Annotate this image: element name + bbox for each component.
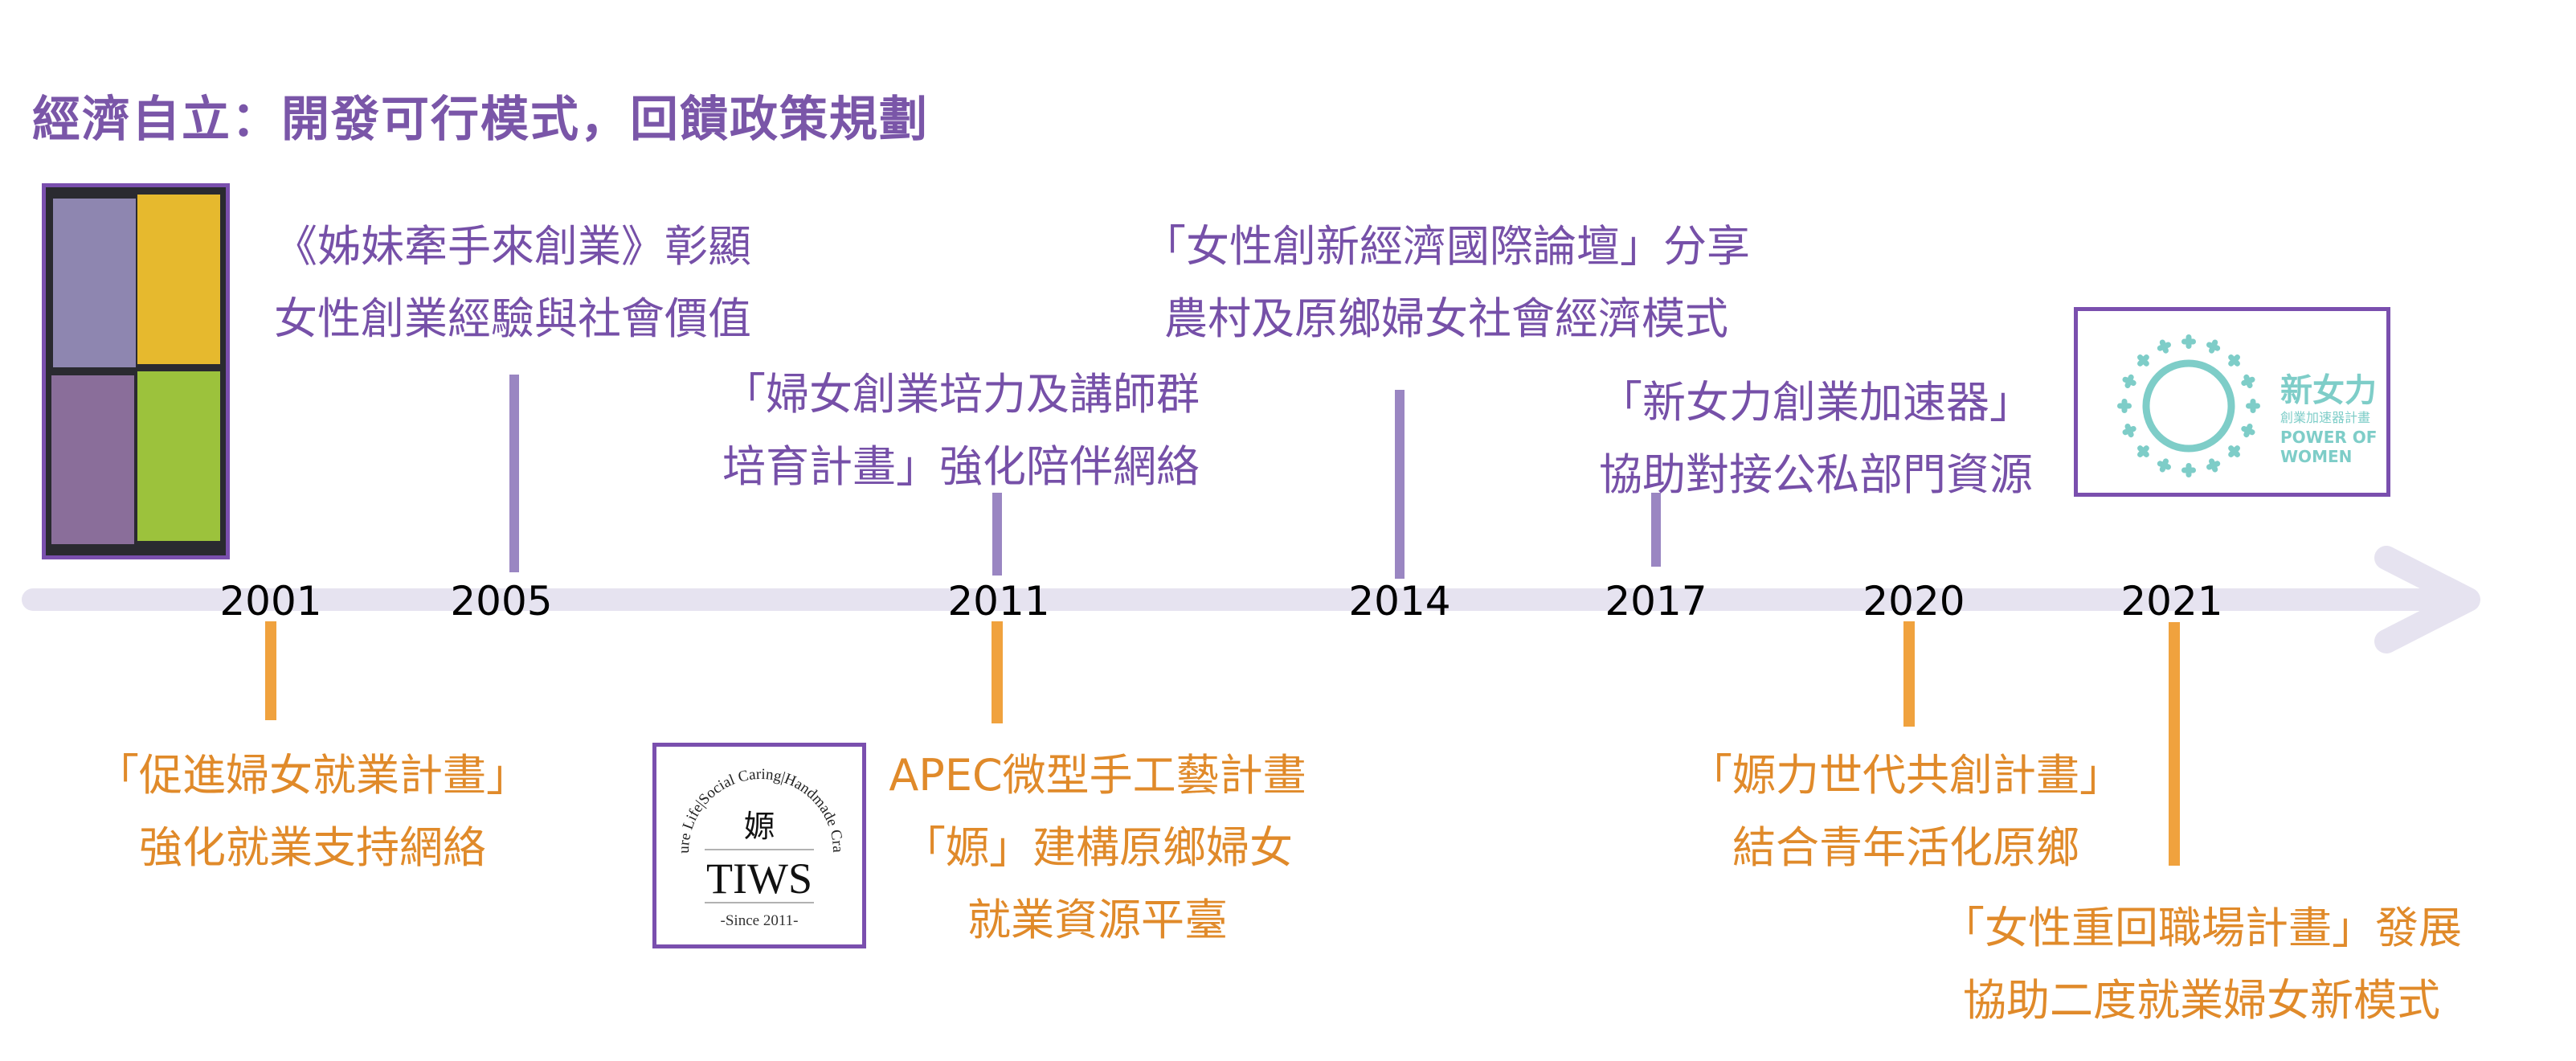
- year-label: 2020: [1862, 578, 1965, 625]
- svg-text:-Since 2011-: -Since 2011-: [721, 912, 799, 929]
- event-line: 「嫄」建構原鄉婦女: [902, 822, 1293, 873]
- event-line: 「女性重回職場計畫」發展: [1941, 903, 2462, 953]
- page-title: 經濟自立：開發可行模式，回饋政策規劃: [32, 92, 929, 148]
- event-line: 結合青年活化原鄉: [1732, 822, 2079, 873]
- event-line: 「促進婦女就業計畫」: [96, 750, 530, 801]
- event-line: 協助二度就業婦女新模式: [1963, 975, 2440, 1026]
- event-line: 就業資源平臺: [967, 895, 1228, 945]
- event-line: APEC微型手工藝計畫: [889, 750, 1306, 801]
- event-2021: 「女性重回職場計畫」發展 協助二度就業婦女新模式: [1941, 892, 2462, 1037]
- svg-text:WOMEN: WOMEN: [2280, 447, 2352, 466]
- cross-icon: [2124, 374, 2134, 388]
- tiws-logo-mark: Pure Life|Social Caring|Handmade Craft 嫄…: [652, 734, 846, 929]
- svg-text:嫄: 嫄: [744, 809, 775, 844]
- cross-icon: [2206, 461, 2221, 470]
- event-2005: 《姊妹牽手來創業》彰顯 女性創業經驗與社會價值: [274, 211, 751, 355]
- book-cover: [52, 198, 136, 368]
- cross-icon: [2206, 342, 2221, 351]
- svg-text:創業加速器計畫: 創業加速器計畫: [2280, 410, 2370, 425]
- tiws-logo: Pure Life|Social Caring|Handmade Craft 嫄…: [652, 734, 866, 948]
- cross-icon: [2157, 342, 2171, 351]
- event-line: 強化就業支持網絡: [139, 822, 486, 873]
- event-2017: 「新女力創業加速器」 協助對接公私部門資源: [1599, 367, 2033, 511]
- event-line: 「嫄力世代共創計畫」: [1689, 750, 2123, 801]
- svg-text:TIWS: TIWS: [706, 854, 812, 903]
- cross-icon: [2137, 354, 2149, 367]
- event-line: 協助對接公私部門資源: [1599, 449, 2033, 500]
- books-photo: [42, 183, 230, 559]
- cross-icon: [2243, 424, 2253, 438]
- power-of-women-logo: 新女力 創業加速器計畫 POWER OF WOMEN: [2074, 307, 2390, 497]
- arrow-head-icon: [2374, 546, 2480, 653]
- event-line: 「婦女創業培力及講師群: [722, 369, 1200, 420]
- event-line: 《姊妹牽手來創業》彰顯: [274, 221, 751, 272]
- cross-icon: [2124, 424, 2134, 438]
- cross-icon: [2121, 399, 2128, 413]
- cross-icon: [2228, 354, 2240, 367]
- year-label: 2001: [219, 578, 322, 625]
- year-label: 2011: [947, 578, 1050, 625]
- event-2011-above: 「婦女創業培力及講師群 培育計畫」強化陪伴網絡: [722, 358, 1200, 503]
- book-cover: [137, 195, 221, 364]
- orange-stems: [265, 621, 2180, 866]
- event-2011-below: APEC微型手工藝計畫 「嫄」建構原鄉婦女 就業資源平臺: [889, 739, 1306, 957]
- power-of-women-mark: 新女力 創業加速器計畫 POWER OF WOMEN: [2117, 334, 2377, 477]
- event-line: 「女性創新經濟國際論壇」分享: [1143, 221, 1750, 272]
- cross-icon: [2181, 338, 2196, 345]
- cross-icon: [2250, 399, 2256, 413]
- event-2020: 「嫄力世代共創計畫」 結合青年活化原鄉: [1689, 739, 2123, 884]
- year-label: 2005: [450, 578, 553, 625]
- svg-text:POWER OF: POWER OF: [2280, 428, 2377, 447]
- book-cover: [51, 375, 134, 545]
- event-2001: 「促進婦女就業計畫」 強化就業支持網絡: [96, 739, 530, 884]
- cross-icon: [2137, 445, 2149, 457]
- book-cover: [137, 371, 221, 541]
- cross-icon: [2228, 445, 2240, 457]
- cross-icon: [2181, 467, 2196, 473]
- event-line: 培育計畫」強化陪伴網絡: [722, 441, 1200, 492]
- event-line: 女性創業經驗與社會價值: [274, 293, 751, 344]
- cross-icon: [2157, 461, 2171, 470]
- cross-icon: [2243, 374, 2253, 388]
- ring-icon: [2142, 359, 2235, 453]
- year-label: 2017: [1605, 578, 1707, 625]
- year-label: 2014: [1348, 578, 1451, 625]
- year-label: 2021: [2120, 578, 2223, 625]
- svg-text:新女力: 新女力: [2280, 372, 2377, 409]
- purple-stems: [509, 375, 1661, 579]
- event-line: 農村及原鄉婦女社會經濟模式: [1164, 293, 1728, 344]
- event-line: 「新女力創業加速器」: [1599, 377, 2033, 428]
- event-2014: 「女性創新經濟國際論壇」分享 農村及原鄉婦女社會經濟模式: [1143, 211, 1750, 355]
